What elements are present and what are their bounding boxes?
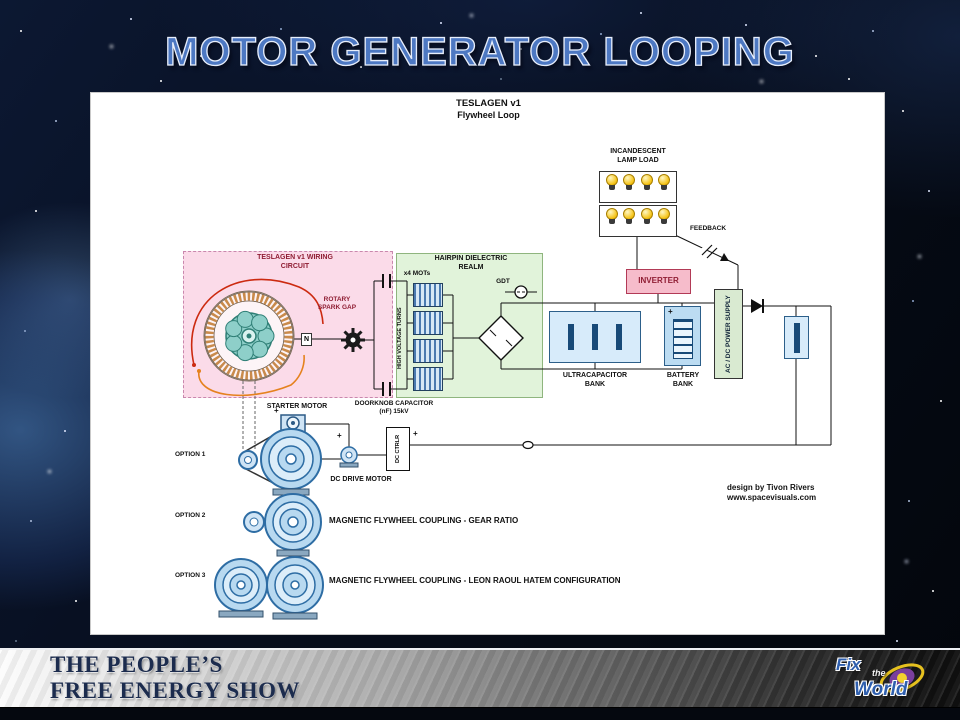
gdt-icon	[514, 285, 528, 299]
power-supply-label: AC / DC POWER SUPPLY	[725, 295, 732, 373]
n-terminal: N	[301, 333, 312, 346]
rotary-spark-gap-label: ROTARY SPARK GAP	[317, 296, 357, 312]
swirl-icon	[879, 663, 925, 693]
feedback-label: FEEDBACK	[689, 225, 727, 232]
lamp-icon	[658, 208, 671, 224]
battery-icon	[673, 319, 693, 359]
wiring-circuit-label: TESLAGEN v1 WIRING CIRCUIT	[257, 254, 333, 270]
lamp-icon	[623, 208, 636, 224]
power-supply-box: AC / DC POWER SUPPLY	[714, 289, 743, 379]
banner-texture	[0, 650, 960, 707]
battery-bank-box: +	[664, 306, 701, 366]
fix-the-world-logo: Fix the World	[834, 655, 934, 707]
orange-terminal	[197, 369, 201, 373]
wire-connector	[522, 440, 534, 450]
dc-drive-motor-label: DC DRIVE MOTOR	[330, 476, 392, 483]
plus-mark: +	[337, 431, 342, 440]
gdt-label: GDT	[496, 278, 510, 285]
mechanical-coupling-dashed	[242, 381, 256, 449]
mot-transformer-icon	[413, 283, 443, 307]
starter-motor-label: STARTER MOTOR	[266, 403, 328, 410]
battery-plus-mark: +	[668, 307, 673, 316]
option2-flywheel-icon	[243, 493, 322, 557]
ultracapacitor-bank-label: ULTRACAPACITOR BANK	[562, 372, 628, 388]
option2-label: OPTION 2	[175, 512, 206, 519]
option3-label: OPTION 3	[175, 572, 206, 579]
lamp-icon	[640, 208, 653, 224]
capacitor-icon	[793, 322, 800, 353]
red-wire	[191, 278, 324, 366]
option3-flywheel-icon	[214, 556, 324, 620]
wire-group	[242, 234, 832, 486]
starter-motor-icon	[280, 414, 306, 433]
high-voltage-turns-label: HIGH VOLTAGE TURNS	[397, 307, 404, 369]
diagram-title: TESLAGEN v1	[456, 98, 521, 109]
mot-transformer-icon	[413, 339, 443, 363]
logo-word-fix: Fix	[836, 655, 861, 674]
ultracapacitor-bank-box	[549, 311, 641, 363]
plus-mark: +	[274, 406, 279, 415]
feedback-arrow	[720, 253, 729, 261]
circuit-artwork	[191, 234, 832, 620]
lamp-row	[599, 205, 677, 237]
option1-flywheel-icon	[238, 428, 359, 496]
rotary-device-icon	[203, 290, 295, 382]
capacitor-plates	[382, 274, 764, 396]
mots-label: x4 MOTs	[403, 270, 431, 277]
mot-transformer-icon	[413, 311, 443, 335]
bridge-rectifier-icon	[478, 315, 524, 361]
lamp-icon	[640, 174, 653, 190]
diode-icon	[751, 299, 763, 313]
output-capacitor-box	[784, 316, 809, 359]
hairpin-realm-label: HAIRPIN DIELECTRIC REALM	[434, 255, 508, 271]
dc-controller-box: DC CTRLR	[386, 427, 410, 471]
inverter-box: INVERTER	[626, 269, 691, 294]
option1-label: OPTION 1	[175, 451, 206, 458]
doorknob-capacitor-label: DOORKNOB CAPACITOR (nF) 15kV	[354, 400, 434, 416]
lamp-row	[599, 171, 677, 203]
feedback-break-cover	[697, 238, 719, 256]
bottom-strip	[0, 708, 960, 720]
show-title: THE PEOPLE’S FREE ENERGY SHOW	[50, 652, 300, 704]
plus-mark: +	[413, 429, 418, 438]
lamp-icon	[605, 208, 618, 224]
red-terminal	[192, 363, 196, 367]
mot-transformer-icon	[413, 367, 443, 391]
diagram-subtitle: Flywheel Loop	[457, 110, 520, 120]
lamp-icon	[623, 174, 636, 190]
lamp-load-label: INCANDESCENT LAMP LOAD	[610, 148, 666, 164]
capacitor-icon	[616, 324, 622, 350]
logo-word-the: the	[872, 668, 886, 678]
credit-text: design by Tivon Rivers www.spacevisuals.…	[727, 483, 817, 502]
bright-stars	[0, 0, 3, 3]
wire	[293, 234, 832, 460]
show-title-line1: THE PEOPLE’S	[50, 652, 223, 677]
dc-controller-label: DC CTRLR	[395, 434, 401, 464]
capacitor-icon	[568, 324, 574, 350]
lamp-icon	[605, 174, 618, 190]
footer-banner: THE PEOPLE’S FREE ENERGY SHOW	[0, 648, 960, 708]
feedback-break-slashes	[701, 244, 718, 259]
option2-coupling-label: MAGNETIC FLYWHEEL COUPLING - GEAR RATIO	[329, 516, 519, 525]
diagram-panel: TESLAGEN v1 Flywheel Loop INCANDESCENT L…	[90, 92, 885, 635]
slide-title: MOTOR GENERATOR LOOPING	[164, 29, 795, 74]
lamp-icon	[658, 174, 671, 190]
option3-coupling-label: MAGNETIC FLYWHEEL COUPLING - LEON RAOUL …	[329, 576, 621, 585]
battery-bank-label: BATTERY BANK	[666, 372, 700, 388]
spark-gap-gear-icon	[341, 328, 365, 352]
orange-wire	[198, 354, 305, 397]
show-title-line2: FREE ENERGY SHOW	[50, 678, 300, 703]
capacitor-icon	[592, 324, 598, 350]
logo-word-world: World	[854, 679, 908, 700]
